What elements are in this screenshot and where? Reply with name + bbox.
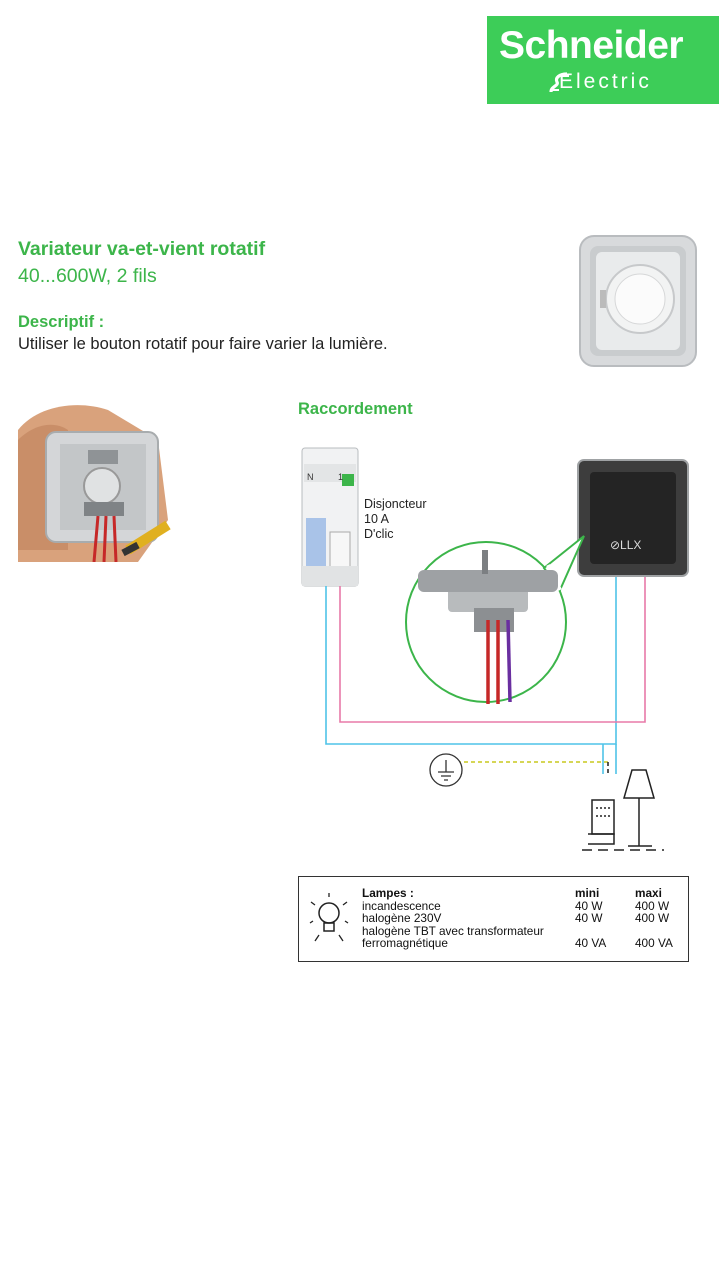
breaker-label-line-2: 10 A — [364, 512, 390, 526]
wiring-heading: Raccordement — [298, 400, 413, 418]
lamp-row-label: ferromagnétique — [362, 936, 448, 950]
earth-icon — [429, 753, 463, 787]
lamp-row-label: halogène TBT avec transformateur — [362, 924, 544, 938]
product-subtitle: 40...600W, 2 fils — [18, 265, 157, 287]
lamp-specs-table: Lampes : mini maxi incandescence 40 W 40… — [298, 876, 689, 962]
description-heading: Descriptif : — [18, 313, 105, 331]
breaker-mark-1: 1 — [338, 472, 343, 482]
lamp-row-label: incandescence — [362, 899, 441, 913]
terminal-zoom-callout — [405, 535, 585, 704]
description-text: Utiliser le bouton rotatif pour faire va… — [18, 335, 388, 353]
breaker-label-line-1: Disjoncteur — [364, 497, 427, 511]
product-title: Variateur va-et-vient rotatif — [18, 238, 266, 260]
lamp-row-min: 40 W — [575, 899, 603, 913]
breaker-mark-n: N — [307, 472, 314, 482]
breaker-label: Disjoncteur 10 A D'clic — [364, 497, 427, 542]
schneider-logo: Schneider Electric — [487, 16, 719, 104]
lamp-col-max: maxi — [635, 886, 662, 900]
light-bulb-icon — [309, 893, 349, 942]
dimmer-module: ⊘LLX — [577, 459, 689, 577]
lamp-row-min: 40 VA — [575, 936, 607, 950]
lamp-row-max: 400 W — [635, 911, 670, 925]
module-marks: ⊘LLX — [610, 538, 641, 552]
wiring-diagram: N 1 ⊘LLX — [301, 447, 689, 851]
installation-photo — [18, 400, 176, 562]
logo-name: Schneider — [499, 24, 684, 67]
lamp-row-label: halogène 230V — [362, 911, 442, 925]
lamp-table-header: Lampes : — [362, 886, 414, 900]
lamp-row-max: 400 VA — [635, 936, 673, 950]
lamp-row-max: 400 W — [635, 899, 670, 913]
circuit-breaker: N 1 — [301, 447, 359, 587]
dimmer-product-image — [579, 235, 697, 367]
logo-mark-icon — [549, 72, 569, 93]
lamp-icon — [582, 769, 664, 851]
logo-sub: Electric — [559, 70, 652, 93]
lamp-row-min: 40 W — [575, 911, 603, 925]
breaker-label-line-3: D'clic — [364, 527, 394, 541]
lamp-col-min: mini — [575, 886, 600, 900]
